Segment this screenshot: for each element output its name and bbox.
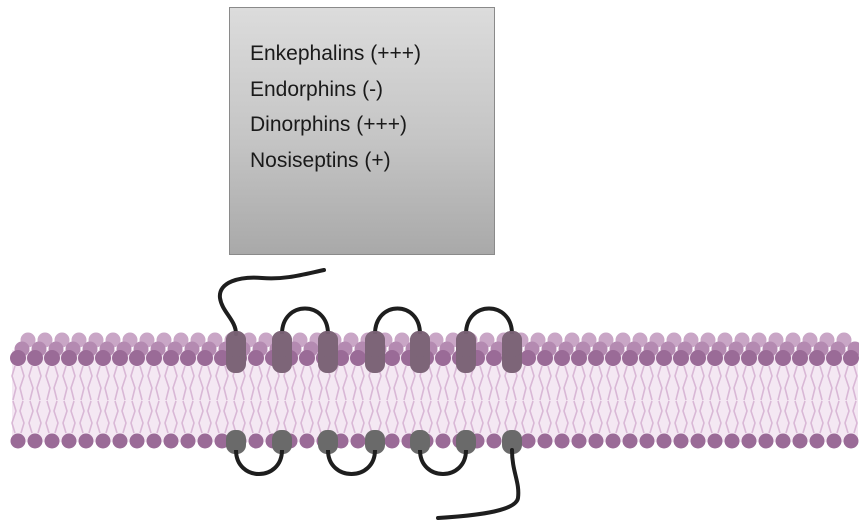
ligand-list: Enkephalins (+++) Endorphins (-) Dinorph…	[250, 36, 494, 178]
lipid-head-upper	[61, 350, 77, 366]
lipid-head-upper	[44, 350, 60, 366]
lipid-head-lower	[11, 434, 26, 449]
lipid-head-lower	[45, 434, 60, 449]
extracellular-loop	[466, 309, 512, 335]
lipid-head-lower	[62, 434, 77, 449]
lipid-head-lower	[725, 434, 740, 449]
lipid-head-upper	[758, 350, 774, 366]
transmembrane-segment-top	[272, 331, 292, 357]
intracellular-loop	[236, 450, 282, 474]
lipid-head-upper	[197, 350, 213, 366]
lipid-head-upper	[78, 350, 94, 366]
lipid-head-lower	[113, 434, 128, 449]
lipid-head-upper	[10, 350, 26, 366]
lipid-head-upper	[146, 350, 162, 366]
lipid-head-upper	[537, 350, 553, 366]
lipid-head-lower	[844, 434, 859, 449]
lipid-head-upper	[792, 350, 808, 366]
lipid-head-upper	[554, 350, 570, 366]
lipid-head-upper	[27, 350, 43, 366]
lipid-head-lower	[300, 434, 315, 449]
transmembrane-segment-top	[456, 331, 476, 357]
lipid-head-lower	[572, 434, 587, 449]
lipid-head-upper	[843, 350, 859, 366]
extracellular-loop	[375, 309, 420, 335]
lipid-head-lower	[810, 434, 825, 449]
lipid-head-upper	[809, 350, 825, 366]
transmembrane-segment-top	[318, 331, 338, 357]
ligand-enkephalins: Enkephalins (+++)	[250, 36, 494, 72]
intracellular-loop	[420, 450, 466, 474]
lipid-head-lower	[351, 434, 366, 449]
lipid-head-upper	[520, 350, 536, 366]
c-terminus-tail	[438, 450, 518, 518]
lipid-head-upper	[571, 350, 587, 366]
lipid-head-upper	[248, 350, 264, 366]
lipid-head-lower	[759, 434, 774, 449]
lipid-head-lower	[249, 434, 264, 449]
lipid-head-lower	[538, 434, 553, 449]
lipid-head-lower	[385, 434, 400, 449]
lipid-head-lower	[130, 434, 145, 449]
lipid-head-upper	[724, 350, 740, 366]
lipid-head-upper	[435, 350, 451, 366]
lipid-head-upper	[486, 350, 502, 366]
lipid-head-upper	[826, 350, 842, 366]
lipid-head-upper	[639, 350, 655, 366]
lipid-head-upper	[622, 350, 638, 366]
transmembrane-segment-top	[410, 331, 430, 357]
lipid-head-lower	[657, 434, 672, 449]
lipid-head-lower	[28, 434, 43, 449]
lipid-head-lower	[793, 434, 808, 449]
lipid-head-upper	[605, 350, 621, 366]
lipid-head-lower	[691, 434, 706, 449]
lipid-head-upper	[741, 350, 757, 366]
lipid-head-lower	[198, 434, 213, 449]
lipid-head-lower	[164, 434, 179, 449]
lipid-head-upper	[707, 350, 723, 366]
lipid-head-upper	[775, 350, 791, 366]
transmembrane-segment-top	[226, 331, 246, 357]
lipid-head-lower	[606, 434, 621, 449]
lipid-head-upper	[95, 350, 111, 366]
lipid-head-lower	[487, 434, 502, 449]
lipid-head-lower	[436, 434, 451, 449]
lipid-head-lower	[181, 434, 196, 449]
lipid-head-lower	[96, 434, 111, 449]
lipid-head-upper	[112, 350, 128, 366]
lipid-head-lower	[742, 434, 757, 449]
lipid-head-upper	[656, 350, 672, 366]
lipid-head-lower	[555, 434, 570, 449]
lipid-head-lower	[79, 434, 94, 449]
lipid-head-upper	[350, 350, 366, 366]
ligand-dinorphins: Dinorphins (+++)	[250, 107, 494, 143]
ligand-nosiseptins: Nosiseptins (+)	[250, 143, 494, 179]
lipid-head-upper	[588, 350, 604, 366]
lipid-head-upper	[299, 350, 315, 366]
ligand-list-box: Enkephalins (+++) Endorphins (-) Dinorph…	[229, 7, 495, 255]
intracellular-loop	[328, 450, 375, 474]
lipid-head-lower	[708, 434, 723, 449]
lipid-head-lower	[827, 434, 842, 449]
lipid-head-upper	[384, 350, 400, 366]
lipid-head-upper	[129, 350, 145, 366]
lipid-head-lower	[776, 434, 791, 449]
lipid-head-lower	[147, 434, 162, 449]
n-terminus-tail	[220, 270, 324, 334]
lipid-head-upper	[180, 350, 196, 366]
lipid-head-upper	[163, 350, 179, 366]
lipid-head-lower	[640, 434, 655, 449]
lipid-head-upper	[690, 350, 706, 366]
lipid-head-lower	[623, 434, 638, 449]
cell-membrane-diagram	[0, 260, 859, 524]
lipid-bilayer	[10, 333, 859, 449]
lipid-head-lower	[521, 434, 536, 449]
lipid-head-upper	[673, 350, 689, 366]
lipid-head-lower	[674, 434, 689, 449]
transmembrane-segment-top	[365, 331, 385, 357]
ligand-endorphins: Endorphins (-)	[250, 72, 494, 108]
extracellular-loop	[282, 309, 328, 335]
lipid-head-lower	[589, 434, 604, 449]
transmembrane-segment-top	[502, 331, 522, 357]
